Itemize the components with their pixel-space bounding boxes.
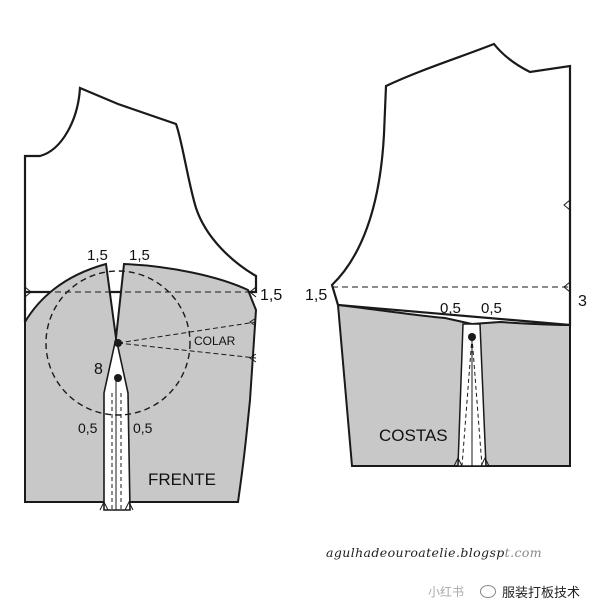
- front-dart-length-label: 8: [94, 361, 103, 378]
- wechat-icon: [480, 585, 496, 598]
- front-shaded-section: [24, 262, 258, 503]
- front-notch-collar2: [249, 353, 257, 363]
- account-watermark: 服装打板技术: [480, 582, 580, 601]
- back-dart-right-leg: [471, 336, 483, 467]
- back-dart-left-leg: [461, 336, 473, 467]
- front-notch-bottom2: [124, 500, 134, 511]
- back-notch-right: [563, 281, 571, 293]
- watermark-url: agulhadeouroatelie.blogspt.com: [326, 545, 542, 560]
- front-name-label: FRENTE: [148, 470, 216, 489]
- front-lower-dot: [114, 374, 122, 382]
- front-dart-strip: [103, 337, 131, 511]
- brand-name: 小红书: [428, 585, 465, 599]
- collar-label: COLAR: [194, 334, 236, 348]
- front-side-label: 1,5: [260, 287, 282, 304]
- watermark-url-tail: t.com: [504, 545, 543, 560]
- watermark-url-main: agulhadeouroatelie.blogsp: [326, 545, 505, 560]
- back-notch-bottom1: [453, 456, 463, 467]
- back-dart-right-label: 0,5: [481, 300, 502, 317]
- back-name-label: COSTAS: [379, 426, 448, 445]
- back-side-label: 1,5: [305, 287, 327, 304]
- front-upper-outline: [23, 86, 258, 322]
- back-notch-upper: [563, 199, 571, 211]
- front-lower-right-label: 0,5: [133, 420, 153, 436]
- back-piece: 1,5 0,5 0,5 3 COSTAS: [305, 42, 587, 467]
- front-notch-bottom1: [99, 500, 109, 511]
- front-notch-collar1: [249, 317, 257, 327]
- front-dart-right-label: 1,5: [129, 247, 150, 264]
- collar-line-bottom: [117, 342, 257, 359]
- back-apex-dot: [468, 333, 476, 341]
- front-guide-circle: [45, 270, 191, 416]
- front-notch-left: [24, 286, 32, 298]
- front-lower-left-label: 0,5: [78, 420, 98, 436]
- front-piece: 1,5 1,5 1,5 COLAR 8 0,5 0,5 FRENTE: [23, 86, 282, 511]
- back-dart-left-label: 0,5: [440, 300, 461, 317]
- front-dart-left-label: 1,5: [87, 247, 108, 264]
- front-notch-right: [249, 286, 257, 298]
- front-apex-dot: [114, 339, 122, 347]
- brand-watermark: 小红书: [428, 583, 464, 600]
- back-upper-outline: [330, 42, 572, 327]
- back-center-label: 3: [578, 293, 587, 310]
- account-name: 服装打板技术: [502, 586, 581, 601]
- collar-line-top: [117, 321, 257, 344]
- back-notch-bottom2: [480, 456, 490, 467]
- back-shaded-section: [336, 303, 571, 467]
